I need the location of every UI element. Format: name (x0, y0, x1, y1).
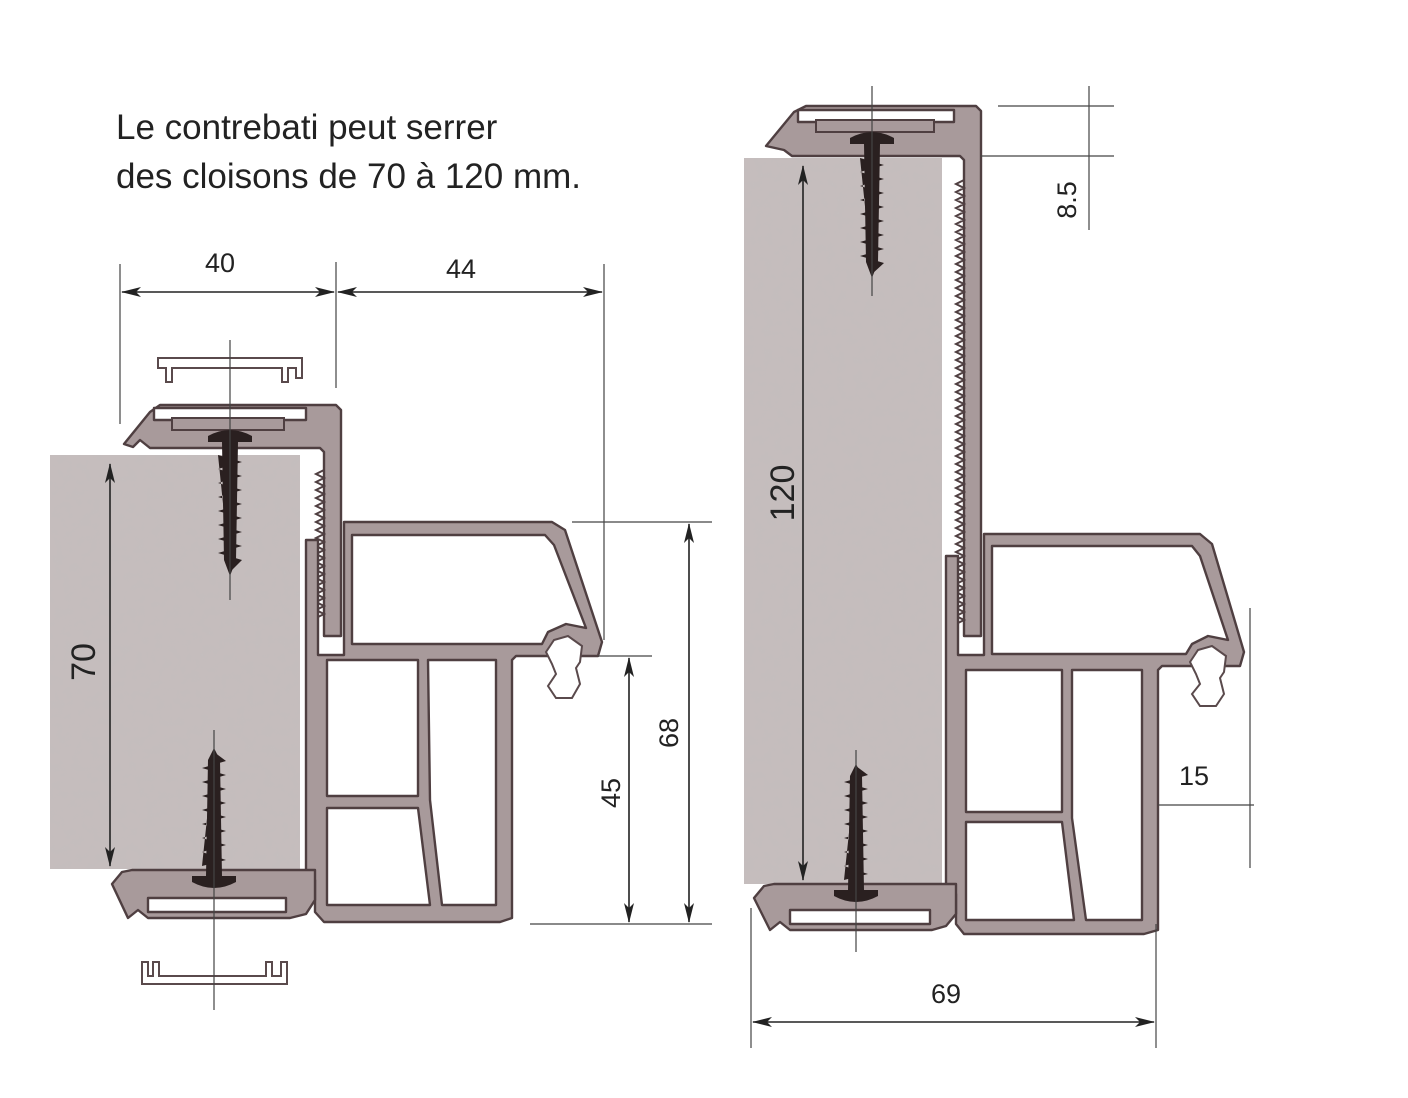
dim-label-70: 70 (65, 643, 103, 681)
dim-label-69: 69 (931, 979, 961, 1009)
left-top-rail (122, 403, 343, 638)
caption: Le contrebati peut serrer des cloisons d… (116, 103, 581, 201)
dim-label-40: 40 (205, 248, 235, 278)
left-partition (50, 455, 300, 869)
dim-label-8-5: 8.5 (1052, 181, 1082, 219)
left-bottom-spare-cap (141, 961, 288, 985)
dim-label-45: 45 (596, 778, 626, 808)
right-serration (953, 179, 967, 625)
right-top-rail (764, 104, 983, 638)
dim-label-15: 15 (1179, 761, 1209, 791)
right-assembly: 120 8.5 15 69 (744, 86, 1254, 1048)
left-top-spare-cap (157, 357, 303, 383)
right-partition (744, 158, 942, 884)
caption-line-1: Le contrebati peut serrer (116, 108, 498, 147)
caption-line-2: des cloisons de 70 à 120 mm. (116, 157, 581, 196)
left-gasket (544, 634, 584, 699)
dim-label-68: 68 (654, 718, 684, 748)
dim-label-120: 120 (764, 465, 802, 522)
dim-label-44: 44 (446, 254, 476, 284)
right-gasket (1188, 644, 1228, 707)
left-assembly: 40 44 70 45 68 (50, 248, 712, 1010)
